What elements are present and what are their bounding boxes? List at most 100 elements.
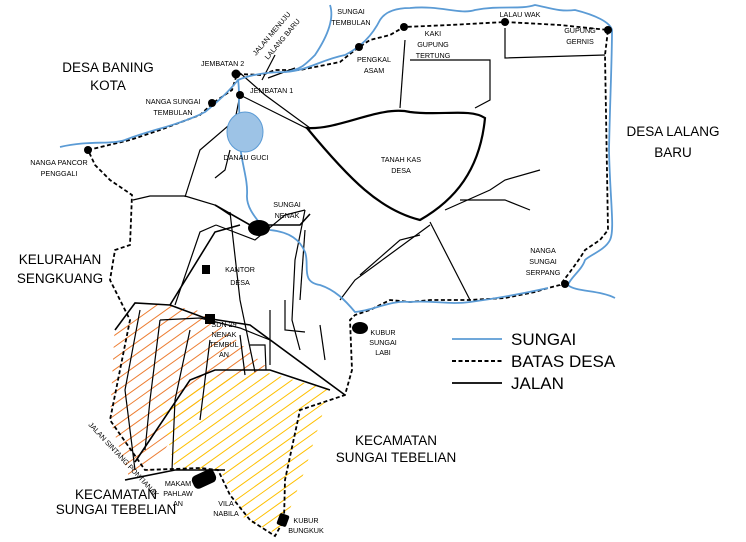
hatch-line xyxy=(160,372,330,535)
label-sdn-2: NENAK xyxy=(212,330,237,339)
label-kecamatan-right-2: SUNGAI TEBELIAN xyxy=(336,450,457,465)
hatch-line xyxy=(728,260,746,542)
hatch-line xyxy=(728,260,746,542)
label-gupung-gernis-2: GERNIS xyxy=(566,37,594,46)
hatch-line xyxy=(295,372,330,535)
label-pengkal-asam-2: ASAM xyxy=(364,66,384,75)
label-jembatan-2: JEMBATAN 2 xyxy=(201,59,244,68)
label-sdn: SDN 29 xyxy=(211,320,236,329)
nodes xyxy=(84,18,612,288)
hatch-line xyxy=(600,260,746,542)
label-nanga-pancor: NANGA PANCOR xyxy=(30,158,87,167)
label-desa-baning-kota: DESA BANING xyxy=(62,60,154,75)
legend-batas-desa-label: BATAS DESA xyxy=(511,352,616,371)
hatch-line xyxy=(584,260,746,542)
label-nanga-pancor-2: PENGGALI xyxy=(41,169,78,178)
hatch-line xyxy=(160,372,330,535)
hatch-line xyxy=(199,372,330,535)
hatch-line xyxy=(568,260,746,542)
kubur-bungkuk-marker xyxy=(276,513,290,527)
hatch-line xyxy=(520,260,746,542)
hatch-line xyxy=(160,372,330,535)
hatch-line xyxy=(504,260,746,542)
hatch-line xyxy=(160,372,330,535)
hatch-line xyxy=(110,300,237,480)
hatch-line xyxy=(456,260,746,542)
label-kantor-desa: KANTOR xyxy=(225,265,255,274)
hatch-line xyxy=(680,260,746,542)
label-kecamatan-left: KECAMATAN xyxy=(75,487,157,502)
hatch-line xyxy=(110,300,270,480)
label-nanga-serpang: NANGA xyxy=(530,246,556,255)
label-makam-pahlawan-2: PAHLAW xyxy=(163,489,193,498)
label-kubur-bungkuk-2: BUNGKUK xyxy=(288,526,324,535)
hatch-line xyxy=(327,372,330,535)
hatch-line xyxy=(280,260,700,542)
hatch-line xyxy=(504,260,746,542)
sungai-nenak-marker xyxy=(248,220,270,236)
hatch-line xyxy=(312,260,732,542)
label-sdn-4: AN xyxy=(219,350,229,359)
kantor-desa-marker xyxy=(202,265,210,274)
hatch-line xyxy=(568,260,746,542)
label-sungai-nenak-2: NENAK xyxy=(275,211,300,220)
label-sdn-3: TEMBUL xyxy=(209,340,238,349)
hatch-line xyxy=(664,260,746,542)
label-kaki-gupung-tertung: KAKI xyxy=(425,29,441,38)
hatch-line xyxy=(160,372,330,535)
hatch-line xyxy=(712,260,746,542)
hatch-line xyxy=(680,260,746,542)
label-desa-lalang-baru-2: BARU xyxy=(654,145,692,160)
legend: SUNGAI BATAS DESA JALAN xyxy=(452,330,616,393)
hatch-line xyxy=(616,260,746,542)
hatch-line xyxy=(664,260,746,542)
hatch-line xyxy=(536,260,746,542)
danau-guci-lake xyxy=(226,111,264,153)
label-lalau-wak: LALAU WAK xyxy=(500,10,541,19)
label-makam-pahlawan: MAKAM xyxy=(165,479,191,488)
label-kaki-gupung-tertung-3: TERTUNG xyxy=(416,51,451,60)
label-sungai-tembulan-2: TEMBULAN xyxy=(331,18,370,27)
label-kecamatan-left-2: SUNGAI TEBELIAN xyxy=(56,502,177,517)
label-vila-nabila: VILA xyxy=(218,499,234,508)
hatch-line xyxy=(110,300,270,480)
hatch-line xyxy=(440,260,746,542)
hatch-line xyxy=(696,260,746,542)
label-nanga-serpang-3: SERPANG xyxy=(526,268,561,277)
tanah-kas-desa-outline xyxy=(304,109,487,222)
hatch-line xyxy=(311,372,330,535)
hatch-line xyxy=(632,260,746,542)
label-jembatan-1: JEMBATAN 1 xyxy=(250,86,293,95)
hatch-line xyxy=(328,260,746,542)
kubur-sungai-labi-marker xyxy=(352,322,368,334)
label-nanga-sungai-tembulan: NANGA SUNGAI xyxy=(146,97,201,106)
sdn-marker xyxy=(205,314,215,324)
label-kantor-desa-2: DESA xyxy=(230,278,250,287)
hatch-line xyxy=(600,260,746,542)
label-kubur-labi-3: LABI xyxy=(375,348,391,357)
rivers xyxy=(59,4,616,313)
label-desa-lalang-baru: DESA LALANG xyxy=(626,124,719,139)
hatch-line xyxy=(520,260,746,542)
hatch-line xyxy=(648,260,746,542)
label-vila-nabila-2: NABILA xyxy=(213,509,239,518)
hatch-line xyxy=(488,260,746,542)
hatch-line xyxy=(648,260,746,542)
label-pengkal-asam: PENGKAL xyxy=(357,55,391,64)
label-kelurahan-sengkuang: KELURAHAN xyxy=(19,252,102,267)
hatch-line xyxy=(712,260,746,542)
hatch-line xyxy=(472,260,746,542)
hatch-line xyxy=(160,372,330,535)
hatch-line xyxy=(160,372,330,535)
label-kubur-labi: KUBUR xyxy=(370,328,395,337)
hatch-line xyxy=(110,300,270,480)
legend-jalan-label: JALAN xyxy=(511,374,564,393)
hatch-line xyxy=(632,260,746,542)
hatch-line xyxy=(110,300,221,480)
hatch-line xyxy=(616,260,746,542)
hatch-line xyxy=(110,300,270,480)
legend-sungai-label: SUNGAI xyxy=(511,330,576,349)
label-danau-guci: DANAU GUCI xyxy=(223,153,268,162)
hatch-line xyxy=(160,372,330,535)
hatch-line xyxy=(296,260,716,542)
